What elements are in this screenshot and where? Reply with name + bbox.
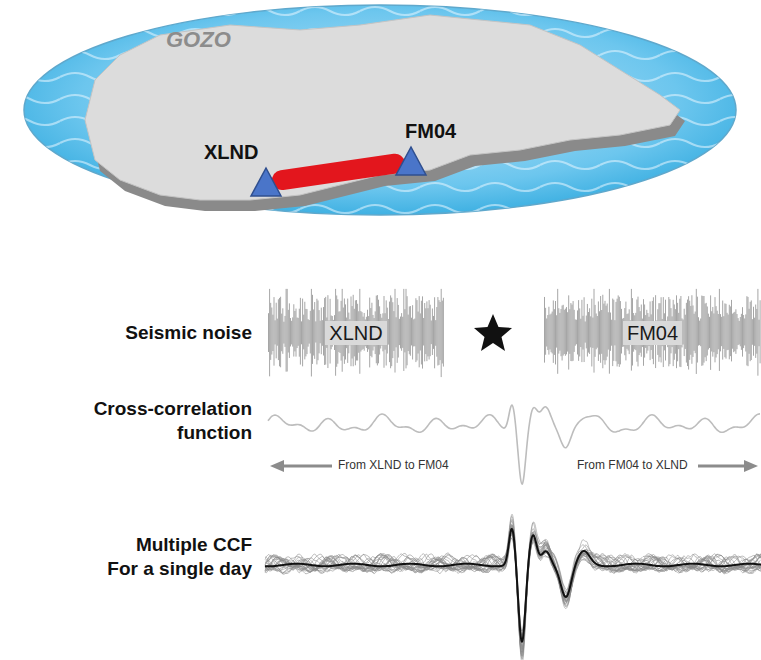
- ccf-trace: [265, 538, 761, 631]
- mean-ccf-trace: [265, 529, 761, 642]
- ccf-trace: [265, 524, 761, 635]
- ccf-trace: [265, 521, 761, 643]
- station-triangle: [250, 167, 282, 197]
- ccf-trace: [265, 525, 761, 655]
- island: [85, 15, 685, 211]
- ccf-trace: [265, 538, 761, 639]
- ccf-trace: [265, 531, 761, 647]
- ccf-trace: [265, 531, 761, 652]
- label-holder: Seismic noise: [82, 321, 252, 345]
- ccf-trace: [265, 533, 761, 642]
- ccf-trace: [265, 532, 761, 650]
- ccf-trace: [265, 522, 761, 659]
- ccf-trace: [265, 535, 761, 635]
- station-triangle: [395, 146, 427, 176]
- ccf-trace: [265, 529, 761, 637]
- station-name: XLND: [325, 321, 386, 345]
- cross-correlation-trace: [268, 405, 760, 484]
- direction-label: From XLND to FM04: [338, 458, 449, 473]
- correlation-star: [474, 314, 512, 351]
- label-holder: From XLND to FM04: [338, 458, 449, 473]
- ccf-trace: [265, 528, 761, 652]
- station-label-holder: FM04: [405, 120, 456, 143]
- ccf-trace: [265, 531, 761, 649]
- row-label: Multiple CCF For a single day: [103, 533, 252, 581]
- station-pair-path: [282, 164, 395, 180]
- island-name: GOZO: [166, 26, 231, 54]
- station-name: XLND: [204, 141, 258, 164]
- ccf-trace: [265, 526, 761, 660]
- ccf-trace: [265, 514, 761, 649]
- ccf-trace: [265, 531, 761, 643]
- ccf-trace: [265, 523, 761, 657]
- ccf-trace: [265, 527, 761, 653]
- label-holder: From FM04 to XLND: [577, 458, 688, 473]
- direction-label: From FM04 to XLND: [577, 458, 688, 473]
- sea: [24, 5, 736, 215]
- panel-text-holder: FM04: [544, 288, 761, 378]
- row-label: Cross-correlation function: [82, 397, 252, 445]
- row-label: Seismic noise: [82, 321, 252, 345]
- ccf-trace: [265, 528, 761, 657]
- label-holder: Cross-correlation function: [82, 397, 252, 445]
- noise-panel: XLND: [268, 288, 444, 378]
- multiple-ccf-traces: [265, 514, 761, 660]
- noise-panel: FM04: [544, 288, 761, 378]
- ccf-trace: [265, 519, 761, 646]
- label-holder: GOZO: [166, 26, 231, 54]
- ccf-trace: [265, 516, 761, 647]
- station-name: FM04: [405, 120, 456, 143]
- station-marker: XLND: [250, 167, 282, 197]
- station-marker: FM04: [395, 146, 427, 176]
- ccf-trace: [265, 528, 761, 656]
- panel-text-holder: XLND: [268, 288, 444, 378]
- ccf-trace: [265, 533, 761, 631]
- station-label-holder: XLND: [204, 141, 258, 164]
- label-holder: Multiple CCF For a single day: [103, 533, 252, 581]
- station-name: FM04: [623, 321, 682, 345]
